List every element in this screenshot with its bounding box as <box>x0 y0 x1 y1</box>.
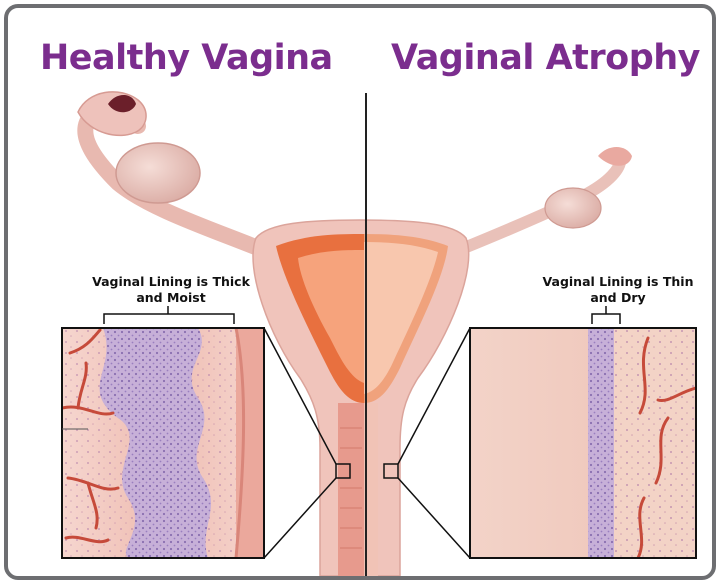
healthy-lining-inset <box>62 328 264 558</box>
atrophic-lining-callout: Vaginal Lining is Thin and Dry <box>528 274 708 306</box>
atrophic-lining-inset <box>470 328 696 558</box>
atrophic-callout-line1: Vaginal Lining is Thin <box>528 274 708 290</box>
healthy-vagina-title: Healthy Vagina <box>40 38 333 78</box>
healthy-vaginal-canal <box>338 403 364 576</box>
atrophic-thickness-bracket <box>592 314 620 324</box>
healthy-callout-line2: and Moist <box>66 290 276 306</box>
healthy-callout-line1: Vaginal Lining is Thick <box>66 274 276 290</box>
vaginal-atrophy-title: Vaginal Atrophy <box>391 38 700 78</box>
right-ovary <box>545 188 601 228</box>
healthy-lining-callout: Vaginal Lining is Thick and Moist <box>66 274 276 306</box>
right-fallopian-tube <box>464 147 632 248</box>
figure-frame: Healthy Vagina Vaginal Atrophy Vaginal L… <box>4 4 716 580</box>
atrophic-callout-line2: and Dry <box>528 290 708 306</box>
healthy-thickness-bracket <box>104 314 234 324</box>
left-ovary <box>116 143 200 203</box>
